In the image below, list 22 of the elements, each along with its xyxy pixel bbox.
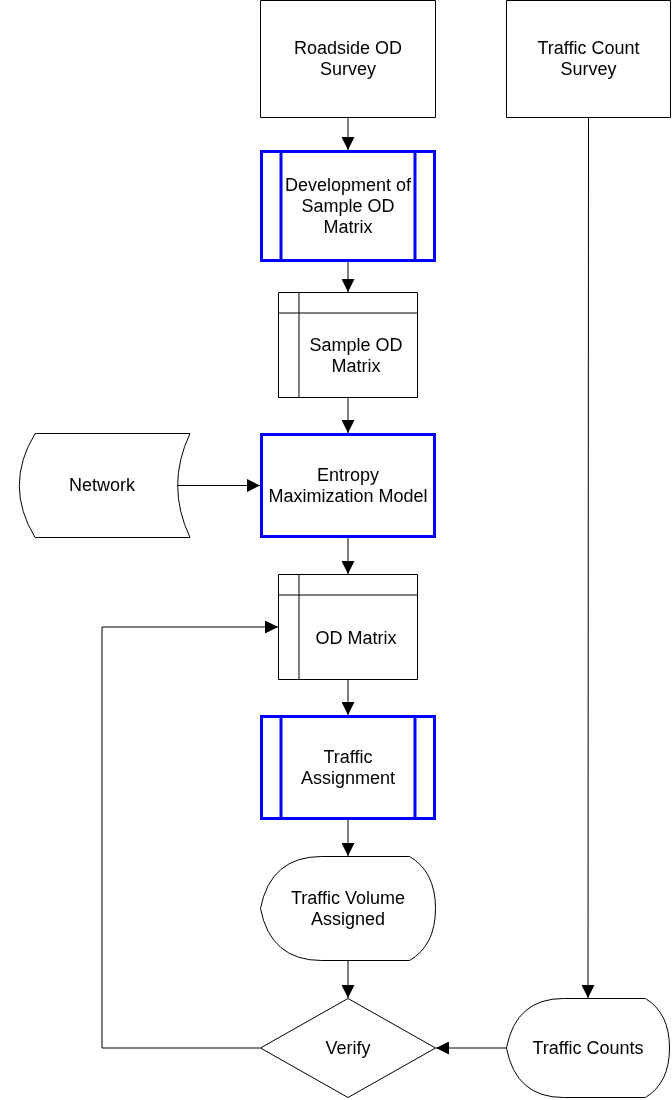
arrow [341,819,355,857]
node-label: Traffic Count Survey [536,38,641,80]
arrow [177,479,261,492]
node-label: Verify [325,1037,371,1059]
node-label: Entropy Maximization Model [267,464,429,507]
arrow [101,620,279,1049]
node-label: Network [69,475,135,496]
node-label: Traffic Volume Assigned [289,887,406,930]
arrow [341,117,355,151]
arrow [341,679,355,716]
node-label: Development of Sample OD Matrix [283,174,413,238]
node-label: Traffic Assignment [299,746,396,789]
node-label: Roadside OD Survey [292,38,404,80]
arrow [341,261,355,293]
arrow [341,537,355,575]
arrow [341,960,355,999]
arrow [581,117,595,999]
node-label: OD Matrix [315,627,397,649]
arrow [341,397,355,434]
node-label: Sample OD Matrix [308,335,404,377]
node-label: Traffic Counts [532,1037,644,1059]
arrow [435,1041,507,1055]
